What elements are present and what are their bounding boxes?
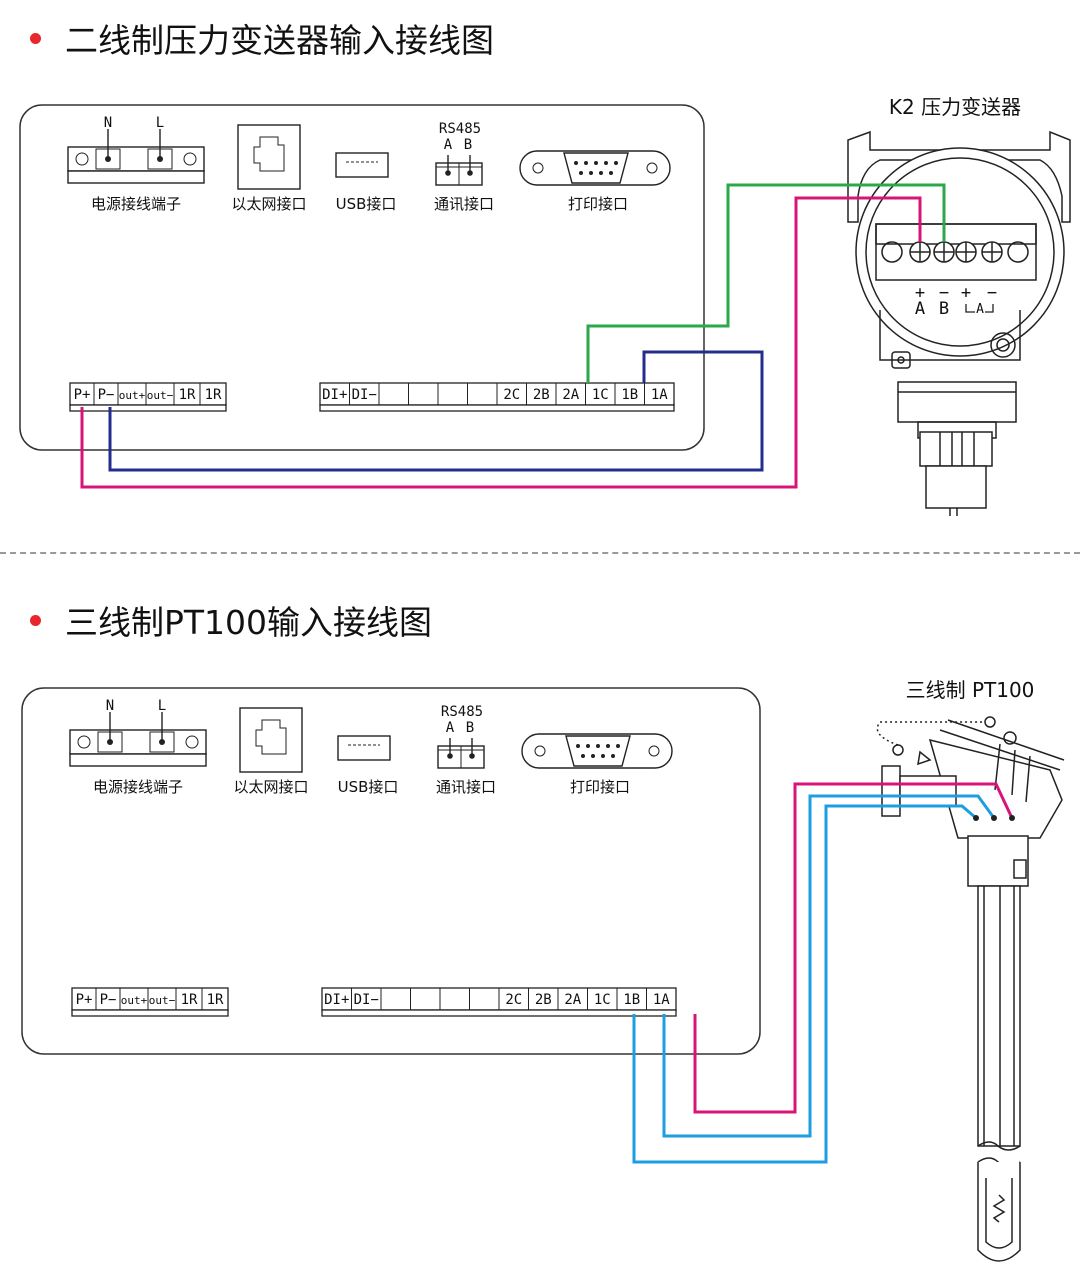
terminal-1C: 1C bbox=[594, 992, 611, 1008]
usb-label: USB接口 bbox=[336, 195, 397, 213]
terminal-label-3: out− bbox=[149, 994, 176, 1007]
terminal-label-4: 1R bbox=[179, 387, 196, 403]
wire-green bbox=[586, 183, 946, 383]
loop-label-a: A bbox=[976, 302, 984, 317]
section-1-title-text: 二线制压力变送器输入接线图 bbox=[65, 21, 494, 60]
wire-cyan-2 bbox=[632, 804, 977, 1164]
ethernet-port-icon bbox=[237, 124, 301, 190]
terminal-label-0: P+ bbox=[76, 992, 93, 1008]
terminal-DI+: DI+ bbox=[324, 992, 349, 1008]
power-l-label: L bbox=[158, 698, 166, 714]
rs485-label: 通讯接口 bbox=[434, 195, 494, 213]
terminal-1A: 1A bbox=[653, 992, 670, 1008]
pt100-terminal-dot bbox=[973, 815, 979, 821]
print-port-icon bbox=[519, 150, 671, 186]
rs485-b-label: B bbox=[464, 137, 472, 153]
usb-port-icon bbox=[337, 735, 391, 761]
print-label: 打印接口 bbox=[570, 778, 630, 796]
terminal-plus-a: + bbox=[915, 283, 925, 303]
pressure-transmitter-drawing bbox=[847, 130, 1071, 516]
terminal-label-a: A bbox=[915, 299, 925, 319]
right-terminal-strip: DI+ DI− 2C 2B 2A 1C 1B 1A bbox=[319, 382, 675, 412]
left-terminal-strip: P+ P− out+out− 1R 1R bbox=[71, 987, 229, 1017]
pt100-sensor-drawing bbox=[876, 716, 1065, 1262]
rs485-title: RS485 bbox=[439, 121, 481, 137]
usb-port-icon bbox=[335, 152, 389, 178]
left-terminal-strip: P+ P− out+out− 1R 1R bbox=[69, 382, 227, 412]
wire-magenta-1 bbox=[80, 196, 922, 489]
terminal-plus: + bbox=[961, 283, 971, 303]
terminal-minus: − bbox=[987, 283, 997, 303]
rs485-a-label: A bbox=[444, 137, 453, 153]
transmitter-terminal-screws bbox=[909, 241, 1003, 263]
terminal-label-3: out− bbox=[147, 389, 174, 402]
wire-magenta-2 bbox=[693, 782, 1014, 1114]
print-label: 打印接口 bbox=[568, 195, 628, 213]
terminal-DI+: DI+ bbox=[322, 387, 347, 403]
pt100-label: 三线制 PT100 bbox=[906, 678, 1035, 702]
terminal-label-5: 1R bbox=[205, 387, 222, 403]
print-port-icon bbox=[521, 733, 673, 769]
ethernet-label: 以太网接口 bbox=[233, 778, 308, 796]
section-2-title-text: 三线制PT100输入接线图 bbox=[65, 603, 433, 642]
terminal-2C: 2C bbox=[505, 992, 522, 1008]
terminal-1C: 1C bbox=[592, 387, 609, 403]
terminal-label-b: B bbox=[939, 299, 949, 319]
rs485-b-label: B bbox=[466, 720, 474, 736]
terminal-2C: 2C bbox=[503, 387, 520, 403]
loop-bracket bbox=[965, 304, 994, 313]
power-l-label: L bbox=[156, 115, 164, 131]
wire-navy bbox=[108, 350, 764, 472]
rs485-a-label: A bbox=[446, 720, 455, 736]
section-2-title: 三线制PT100输入接线图 bbox=[30, 596, 432, 644]
terminal-DI−: DI− bbox=[352, 387, 377, 403]
rs485-terminal-block bbox=[435, 155, 483, 186]
power-terminal-label: 电源接线端子 bbox=[91, 195, 181, 213]
usb-label: USB接口 bbox=[338, 778, 399, 796]
bullet-icon bbox=[30, 614, 41, 626]
power-n-label: N bbox=[104, 115, 112, 131]
terminal-2B: 2B bbox=[533, 387, 550, 403]
right-terminal-strip: DI+ DI− 2C 2B 2A 1C 1B 1A bbox=[321, 987, 677, 1017]
wire-cyan-1 bbox=[662, 794, 996, 1138]
ethernet-label: 以太网接口 bbox=[231, 195, 306, 213]
bullet-icon bbox=[30, 32, 41, 44]
terminal-label-2: out+ bbox=[119, 389, 146, 402]
terminal-2A: 2A bbox=[564, 992, 581, 1008]
power-n-label: N bbox=[106, 698, 114, 714]
section-divider bbox=[0, 552, 1080, 554]
terminal-minus-b: − bbox=[939, 283, 949, 303]
terminal-2B: 2B bbox=[535, 992, 552, 1008]
power-terminal-label: 电源接线端子 bbox=[93, 778, 183, 796]
terminal-2A: 2A bbox=[562, 387, 579, 403]
pt100-terminal-dot bbox=[991, 815, 997, 821]
terminal-label-4: 1R bbox=[181, 992, 198, 1008]
terminal-1A: 1A bbox=[651, 387, 668, 403]
terminal-label-0: P+ bbox=[74, 387, 91, 403]
terminal-label-1: P− bbox=[98, 387, 115, 403]
terminal-label-5: 1R bbox=[207, 992, 224, 1008]
terminal-1B: 1B bbox=[621, 387, 638, 403]
pt100-terminal-dot bbox=[1009, 815, 1015, 821]
wires bbox=[80, 183, 1015, 1164]
rs485-terminal-block bbox=[437, 738, 485, 769]
terminal-label-2: out+ bbox=[121, 994, 148, 1007]
terminal-label-1: P− bbox=[100, 992, 117, 1008]
terminal-1B: 1B bbox=[623, 992, 640, 1008]
transmitter-terminal-marks: + − + − A B A bbox=[915, 283, 997, 319]
section-1-title: 二线制压力变送器输入接线图 bbox=[30, 14, 494, 62]
rs485-title: RS485 bbox=[441, 704, 483, 720]
pressure-transmitter-label: K2 压力变送器 bbox=[889, 95, 1021, 119]
ethernet-port-icon bbox=[239, 707, 303, 773]
rs485-label: 通讯接口 bbox=[436, 778, 496, 796]
terminal-DI−: DI− bbox=[354, 992, 379, 1008]
